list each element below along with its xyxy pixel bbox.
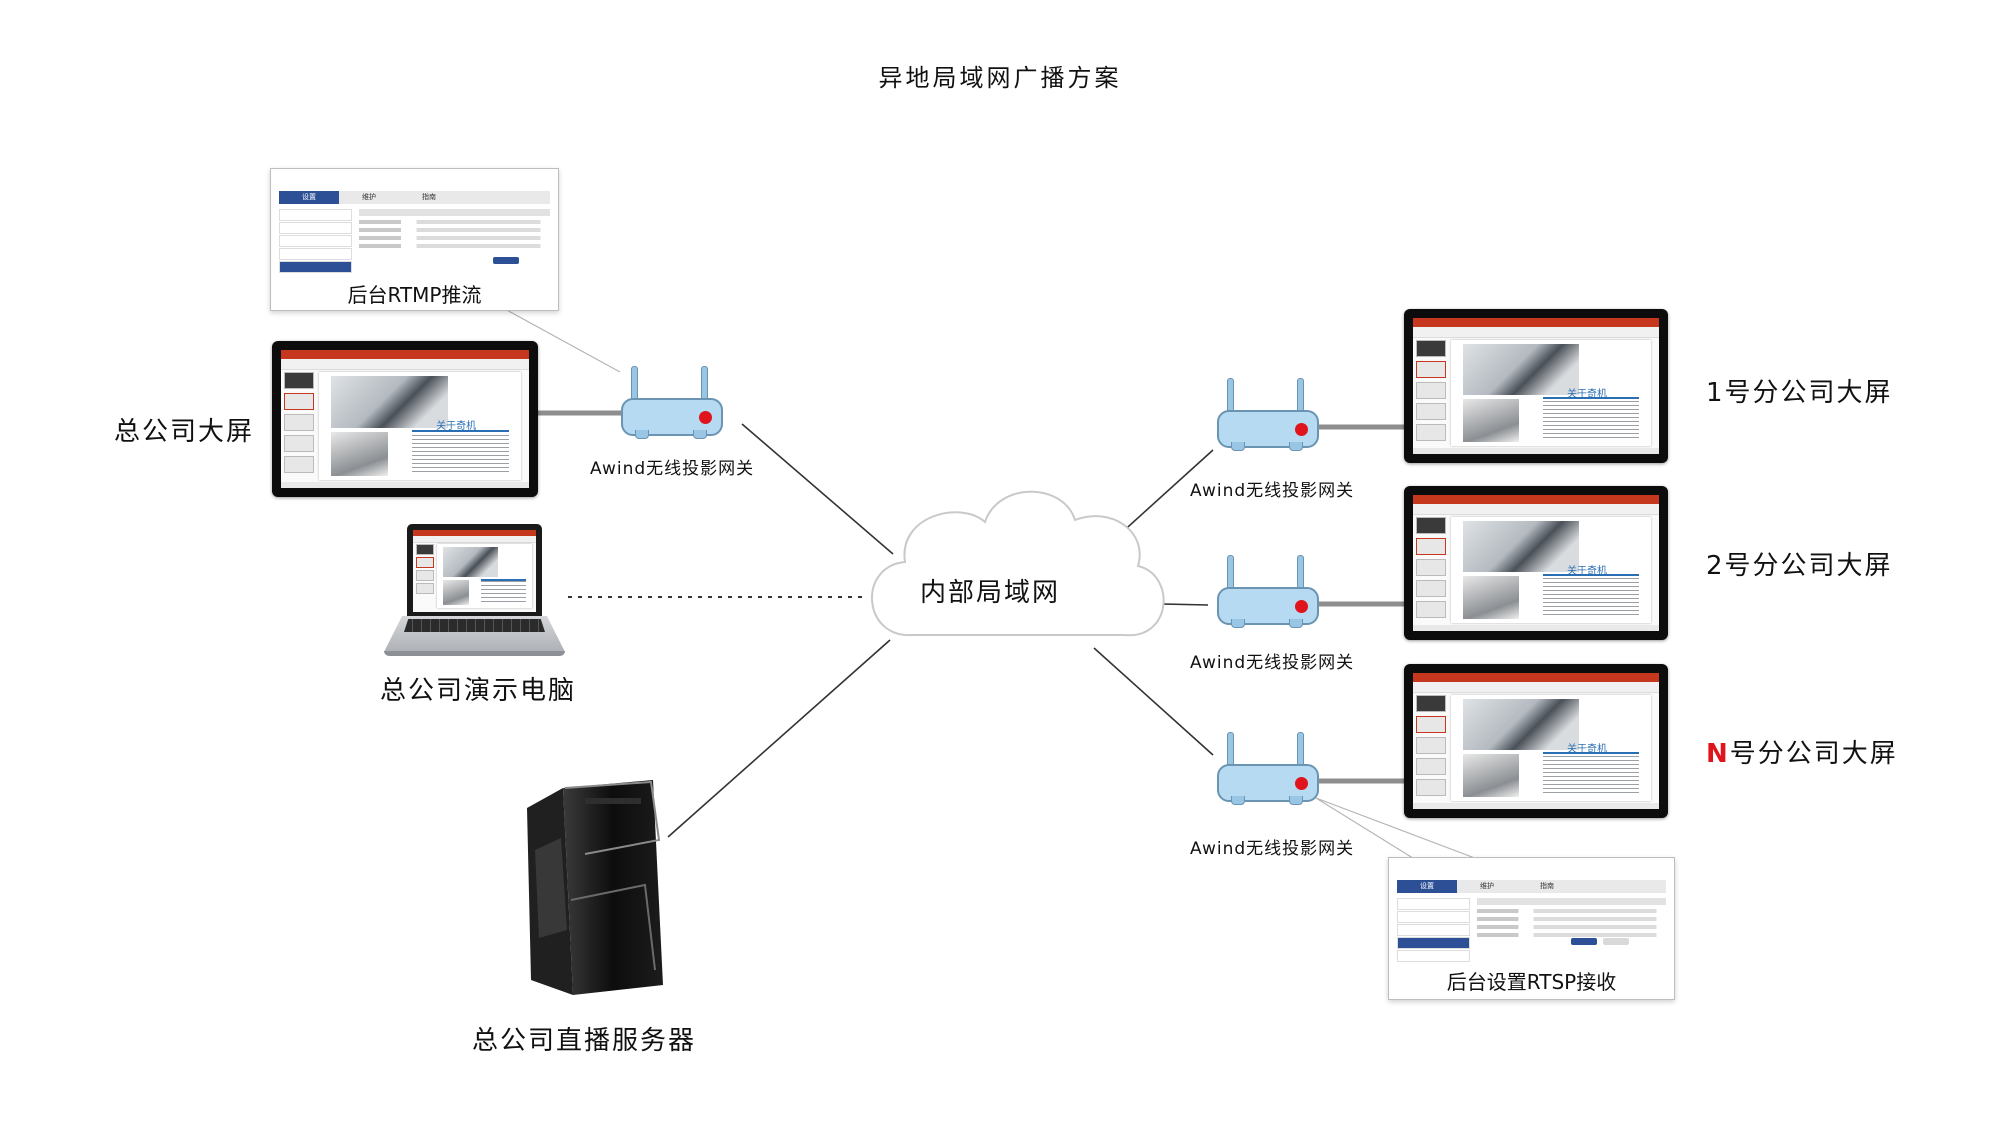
branchN-gateway-label: Awind无线投影网关 [1190, 839, 1355, 859]
hq-gateway-label: Awind无线投影网关 [590, 459, 755, 479]
hq-gateway-link [741, 423, 894, 555]
tab-settings[interactable]: 设置 [279, 191, 339, 204]
menu-item[interactable] [1397, 898, 1470, 910]
branch1-gateway-label: Awind无线投影网关 [1190, 481, 1355, 501]
cloud-icon [871, 490, 1165, 637]
laptop-icon [407, 524, 542, 616]
apply-button[interactable] [493, 257, 519, 264]
laptop-label: 总公司演示电脑 [380, 676, 577, 706]
branch2-text: 号分公司大屏 [1724, 551, 1893, 581]
branch2-gateway-icon [1217, 555, 1319, 633]
rtsp-panel-caption: 后台设置RTSP接收 [1446, 970, 1617, 994]
slide-heading-prefix: 关于 [1567, 388, 1587, 400]
panel-form [1477, 898, 1666, 941]
save-button[interactable] [1571, 938, 1597, 945]
branchN-gateway-icon [1217, 732, 1319, 810]
branchN-link [1093, 647, 1214, 756]
page-title: 异地局域网广播方案 [878, 64, 1122, 92]
branchN-prefix: N [1706, 739, 1730, 769]
slide-heading-accent: 奇机 [1587, 565, 1607, 577]
tab-guide[interactable]: 指南 [422, 193, 436, 201]
slide-heading-prefix: 关于 [1567, 743, 1587, 755]
hq-screen-label: 总公司大屏 [114, 417, 255, 447]
branch2-prefix: 2 [1706, 551, 1725, 581]
laptop-edge [384, 651, 565, 656]
menu-item[interactable] [279, 235, 352, 247]
branchN-label: N号分公司大屏 [1706, 733, 1898, 770]
branch1-label: 1号分公司大屏 [1706, 372, 1893, 409]
branch1-text: 号分公司大屏 [1724, 378, 1893, 408]
panel-tabs: 设置 维护 指南 [279, 191, 550, 204]
rtsp-admin-panel: 设置 维护 指南 后台设置RTSP接收 [1388, 857, 1675, 1000]
slide-heading-prefix: 关于 [1567, 565, 1587, 577]
cancel-button[interactable] [1603, 938, 1629, 945]
menu-item[interactable] [279, 248, 352, 260]
panel-form [359, 209, 550, 252]
rtsp-callout-line-b [1315, 797, 1481, 861]
server-tower-icon [527, 780, 663, 995]
slide-heading-accent: 奇机 [456, 421, 477, 433]
panel-tabs: 设置 维护 指南 [1397, 880, 1666, 893]
hq-screen: 关于奇机 [272, 341, 538, 497]
menu-item[interactable] [1397, 911, 1470, 923]
tab-maintenance[interactable]: 维护 [1480, 882, 1494, 890]
rtmp-callout-line [504, 308, 621, 373]
branchN-screen: 关于奇机 [1404, 664, 1668, 818]
branch1-screen: 关于奇机 [1404, 309, 1668, 463]
laptop-keyboard [404, 619, 545, 632]
tab-maintenance[interactable]: 维护 [362, 193, 376, 201]
hq-gateway-icon [621, 366, 723, 444]
server-label: 总公司直播服务器 [472, 1026, 697, 1056]
slide-heading-prefix: 关于 [436, 421, 457, 433]
rtsp-callout-line-a [1315, 797, 1417, 861]
branchN-text: 号分公司大屏 [1729, 739, 1898, 769]
menu-item[interactable] [279, 222, 352, 234]
branch1-gateway-icon [1217, 378, 1319, 456]
menu-item[interactable] [279, 209, 352, 221]
slide-heading-accent: 奇机 [1587, 388, 1607, 400]
rtmp-admin-panel: 设置 维护 指南 后台RTMP推流 [270, 168, 559, 311]
branch2-gateway-label: Awind无线投影网关 [1190, 653, 1355, 673]
panel-menu [279, 209, 352, 274]
panel-menu [1397, 898, 1470, 963]
rtmp-panel-caption: 后台RTMP推流 [347, 283, 482, 307]
menu-item[interactable] [1397, 950, 1470, 962]
server-link [667, 639, 891, 838]
branch2-screen: 关于奇机 [1404, 486, 1668, 640]
menu-item-active[interactable] [279, 261, 352, 273]
branch2-label: 2号分公司大屏 [1706, 545, 1893, 582]
tab-settings[interactable]: 设置 [1397, 880, 1457, 893]
tab-guide[interactable]: 指南 [1540, 882, 1554, 890]
menu-item[interactable] [1397, 924, 1470, 936]
menu-item-active[interactable] [1397, 937, 1470, 949]
branch1-prefix: 1 [1706, 378, 1725, 408]
cloud-label: 内部局域网 [920, 578, 1061, 608]
slide-heading-accent: 奇机 [1587, 743, 1607, 755]
